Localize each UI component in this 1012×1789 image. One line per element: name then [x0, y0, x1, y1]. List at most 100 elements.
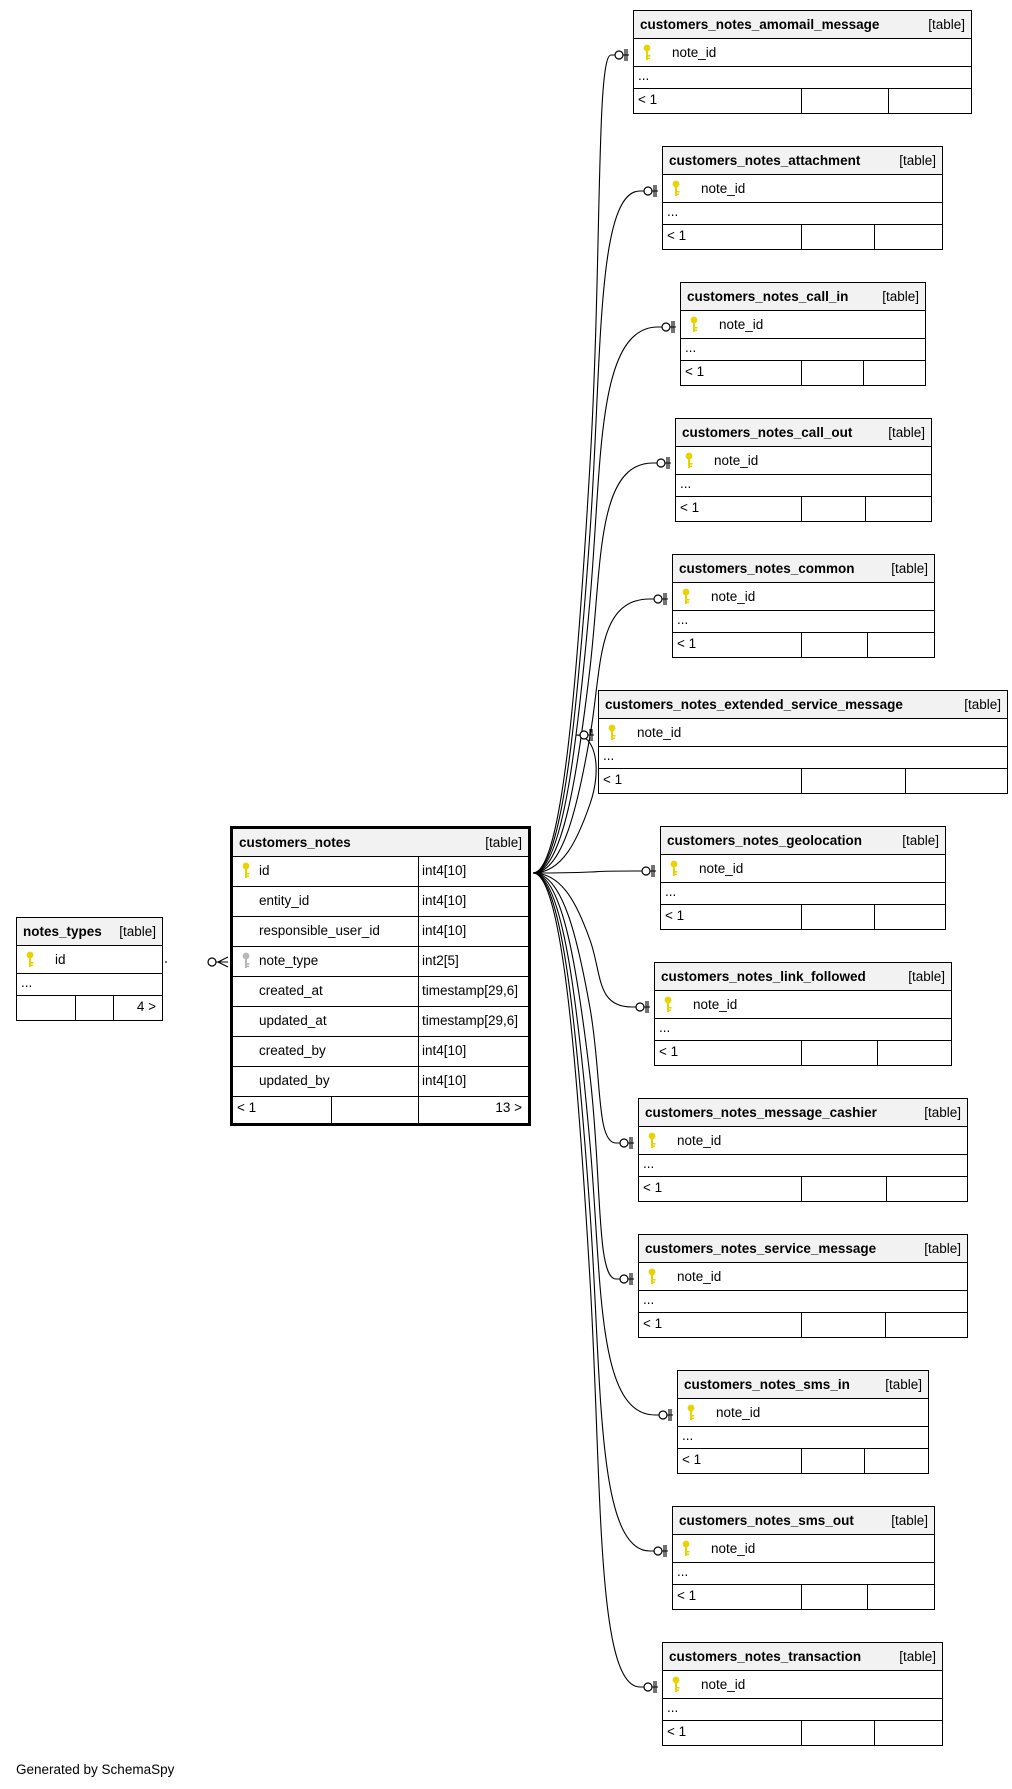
column-name: updated_at: [259, 1013, 327, 1028]
ellipsis-text: ...: [643, 1292, 655, 1307]
more-columns: ...: [639, 1291, 967, 1313]
key-icon: [682, 588, 690, 604]
table-header: customers_notes_call_out[table]: [676, 419, 931, 447]
one-bar-marker: [588, 729, 594, 741]
column-row: note_id: [639, 1127, 967, 1155]
column-name: note_id: [637, 725, 682, 740]
more-columns: ...: [17, 974, 162, 996]
table-customers-notes-sms-in[interactable]: customers_notes_sms_in[table]note_id... <…: [677, 1370, 929, 1474]
table-footer: < 1: [678, 1449, 928, 1473]
relationship-line: [532, 872, 628, 1280]
table-footer: < 1: [663, 1721, 942, 1745]
key-icon: [682, 1540, 690, 1556]
table-customers-notes-message-cashier[interactable]: customers_notes_message_cashier[table]no…: [638, 1098, 968, 1202]
relationship-line: [532, 872, 662, 1552]
zero-or-many-marker: [207, 957, 217, 967]
parent-count: < 1: [682, 1452, 702, 1467]
table-customers-notes-attachment[interactable]: customers_notes_attachment[table]note_id…: [662, 146, 943, 250]
ellipsis-text: ...: [659, 1020, 671, 1035]
ellipsis-text: ...: [677, 612, 689, 627]
parent-count: < 1: [665, 908, 685, 923]
table-header: customers_notes_sms_in[table]: [678, 1371, 928, 1399]
column-name: note_id: [711, 1541, 756, 1556]
one-bar-marker: [662, 593, 668, 605]
table-kind: [table]: [485, 835, 522, 850]
child-count: 4 >: [136, 999, 156, 1014]
column-divider: [418, 947, 419, 976]
column-divider: [418, 857, 419, 886]
table-name: customers_notes_transaction: [669, 1649, 862, 1664]
table-kind: [table]: [899, 1649, 936, 1664]
ellipsis-text: ...: [682, 1428, 694, 1443]
parent-count: < 1: [667, 228, 687, 243]
table-customers-notes-call-out[interactable]: customers_notes_call_out[table]note_id..…: [675, 418, 932, 522]
table-name: customers_notes_service_message: [645, 1241, 877, 1256]
parent-count: < 1: [677, 1588, 697, 1603]
table-footer: < 1: [599, 769, 1007, 793]
table-customers-notes-amomail-message[interactable]: customers_notes_amomail_message[table]no…: [633, 10, 972, 114]
relationship-line: [532, 870, 650, 874]
table-customers-notes-geolocation[interactable]: customers_notes_geolocation[table]note_i…: [660, 826, 946, 930]
table-footer: < 1: [661, 905, 945, 929]
column-name: note_id: [711, 589, 756, 604]
column-type: int4[10]: [422, 863, 467, 878]
column-name: id: [55, 952, 66, 967]
table-name: customers_notes_geolocation: [667, 833, 863, 848]
more-columns: ...: [676, 475, 931, 497]
table-customers-notes-call-in[interactable]: customers_notes_call_in[table]note_id...…: [680, 282, 926, 386]
relationship-line: [532, 326, 670, 874]
ellipsis-text: ...: [680, 476, 692, 491]
table-customers-notes-common[interactable]: customers_notes_common[table]note_id...<…: [672, 554, 935, 658]
more-columns: ...: [639, 1155, 967, 1177]
table-header: customers_notes_amomail_message[table]: [634, 11, 971, 39]
column-name: note_id: [701, 1677, 746, 1692]
key-icon: [643, 44, 651, 60]
table-customers-notes-service-message[interactable]: customers_notes_service_message[table]no…: [638, 1234, 968, 1338]
footer-divider: [877, 1041, 878, 1065]
zero-or-one-marker: [656, 458, 666, 468]
column-name: responsible_user_id: [259, 923, 380, 938]
table-kind: [table]: [119, 924, 156, 939]
table-customers-notes-sms-out[interactable]: customers_notes_sms_out[table]note_id...…: [672, 1506, 935, 1610]
column-type: int4[10]: [422, 1043, 467, 1058]
key-icon: [648, 1268, 656, 1284]
table-customers-notes-transaction[interactable]: customers_notes_transaction [table] note_i…: [662, 1642, 943, 1746]
parent-count: < 1: [677, 636, 697, 651]
column-name: note_type: [259, 953, 319, 968]
column-row: note_id: [678, 1399, 928, 1427]
table-name: customers_notes_sms_in: [684, 1377, 850, 1392]
footer-divider: [801, 769, 802, 793]
table-footer: < 1: [673, 633, 934, 657]
column-row: note_id: [655, 991, 951, 1019]
more-columns: ...: [681, 339, 925, 361]
table-name: customers_notes_amomail_message: [640, 17, 880, 32]
footer-divider: [886, 1177, 887, 1201]
zero-or-one-marker: [658, 1410, 668, 1420]
table-name: notes_types: [23, 924, 102, 939]
table-footer: < 1: [673, 1585, 934, 1609]
table-name: customers_notes_extended_service_message: [605, 697, 903, 712]
key-icon: [690, 316, 698, 332]
one-bar-marker: [623, 49, 629, 61]
table-footer: 4 >: [17, 996, 162, 1020]
column-type: int4[10]: [422, 923, 467, 938]
table-customers-notes-extended-service-message[interactable]: customers_notes_extended_service_message…: [598, 690, 1008, 794]
key-icon: [687, 1404, 695, 1420]
table-notes-types[interactable]: notes_types [table] id... 4 >: [16, 917, 163, 1021]
table-footer: < 1: [639, 1177, 967, 1201]
zero-or-one-marker: [619, 1138, 629, 1148]
table-footer: < 1: [663, 225, 942, 249]
table-customers-notes-link-followed[interactable]: customers_notes_link_followed[table]note…: [654, 962, 952, 1066]
ellipsis-text: ...: [677, 1564, 689, 1579]
ellipsis-text: ...: [643, 1156, 655, 1171]
zero-or-one-marker: [619, 1274, 629, 1284]
table-name: customers_notes_attachment: [669, 153, 861, 168]
table-kind: [table]: [902, 833, 939, 848]
